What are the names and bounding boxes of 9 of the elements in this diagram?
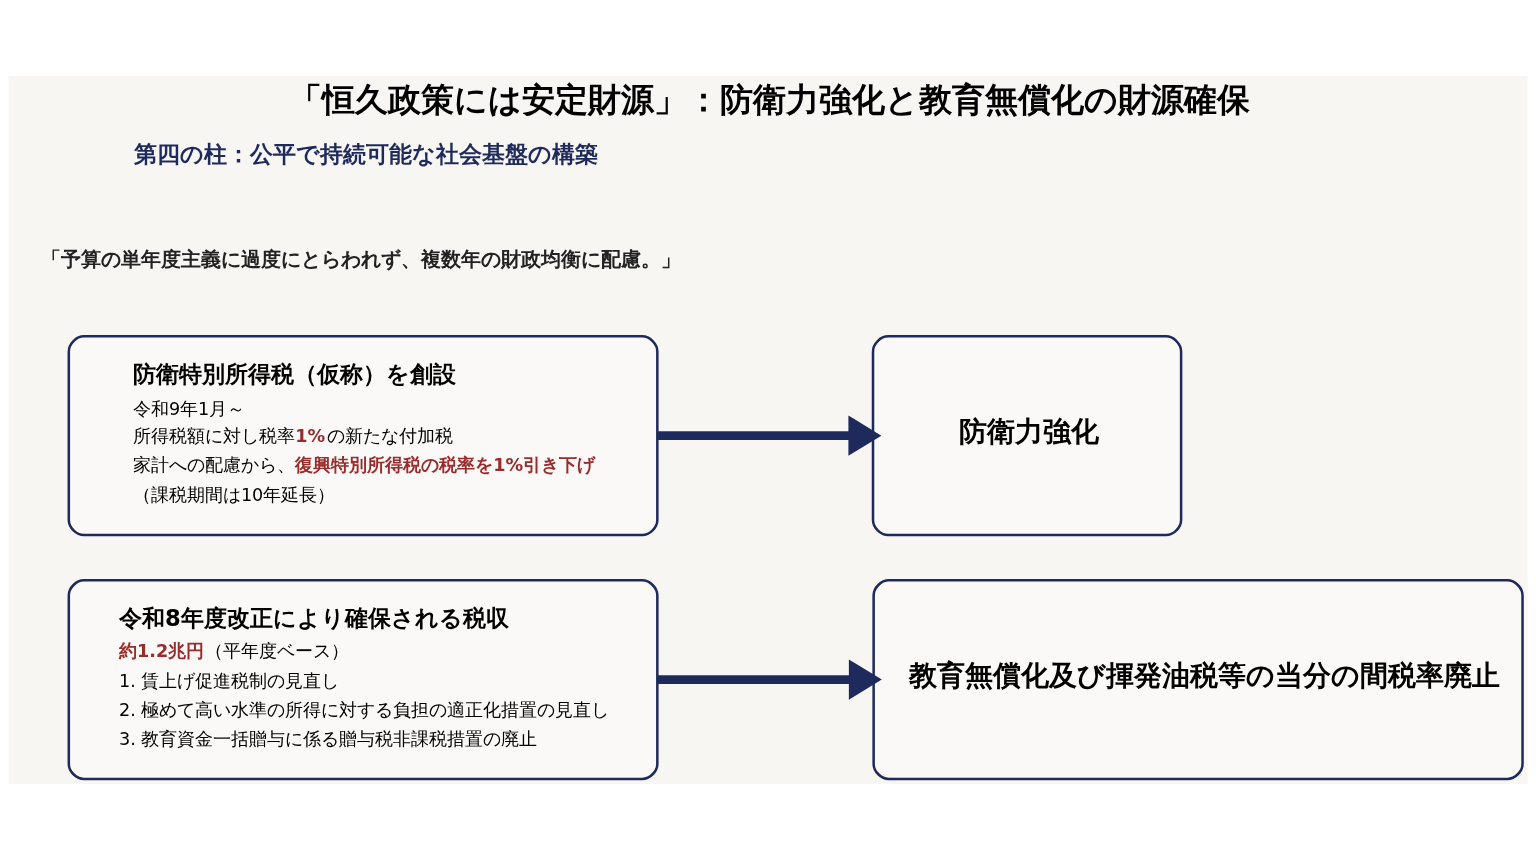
arrow xyxy=(657,659,882,700)
node-box: 教育無償化及び揮発油税等の当分の間税率廃止 xyxy=(872,579,1524,781)
label: 「予算の単年度主義に過度にとらわれず、複数年の財政均衡に配慮。」 xyxy=(41,246,682,271)
label: 第四の柱：公平で持続可能な社会基盤の構築 xyxy=(134,141,599,168)
node-box: 防衛特別所得税（仮称）を創設 令和9年1月～ 所得税額に対し税率1%の新たな付加税 家計への配慮から、復興特別所得税の税率を1%引き下げ （課税期間は10年延長） xyxy=(67,335,659,537)
node-box: 防衛力強化 xyxy=(871,335,1183,537)
node-box: 令和8年度改正により確保される税収 約1.2兆円（平年度ベース） 1. 賃上げ促進税制の見直し 2. 極めて高い水準の所得に対する負担の適正化措置の見直し 3. 教育資金一括贈与に係る贈与税非課税措置の廃止 xyxy=(67,579,659,781)
arrow xyxy=(657,415,882,456)
diagram-title: 「恒久政策には安定財源」：防衛力強化と教育無償化の財源確保 xyxy=(288,80,1250,119)
